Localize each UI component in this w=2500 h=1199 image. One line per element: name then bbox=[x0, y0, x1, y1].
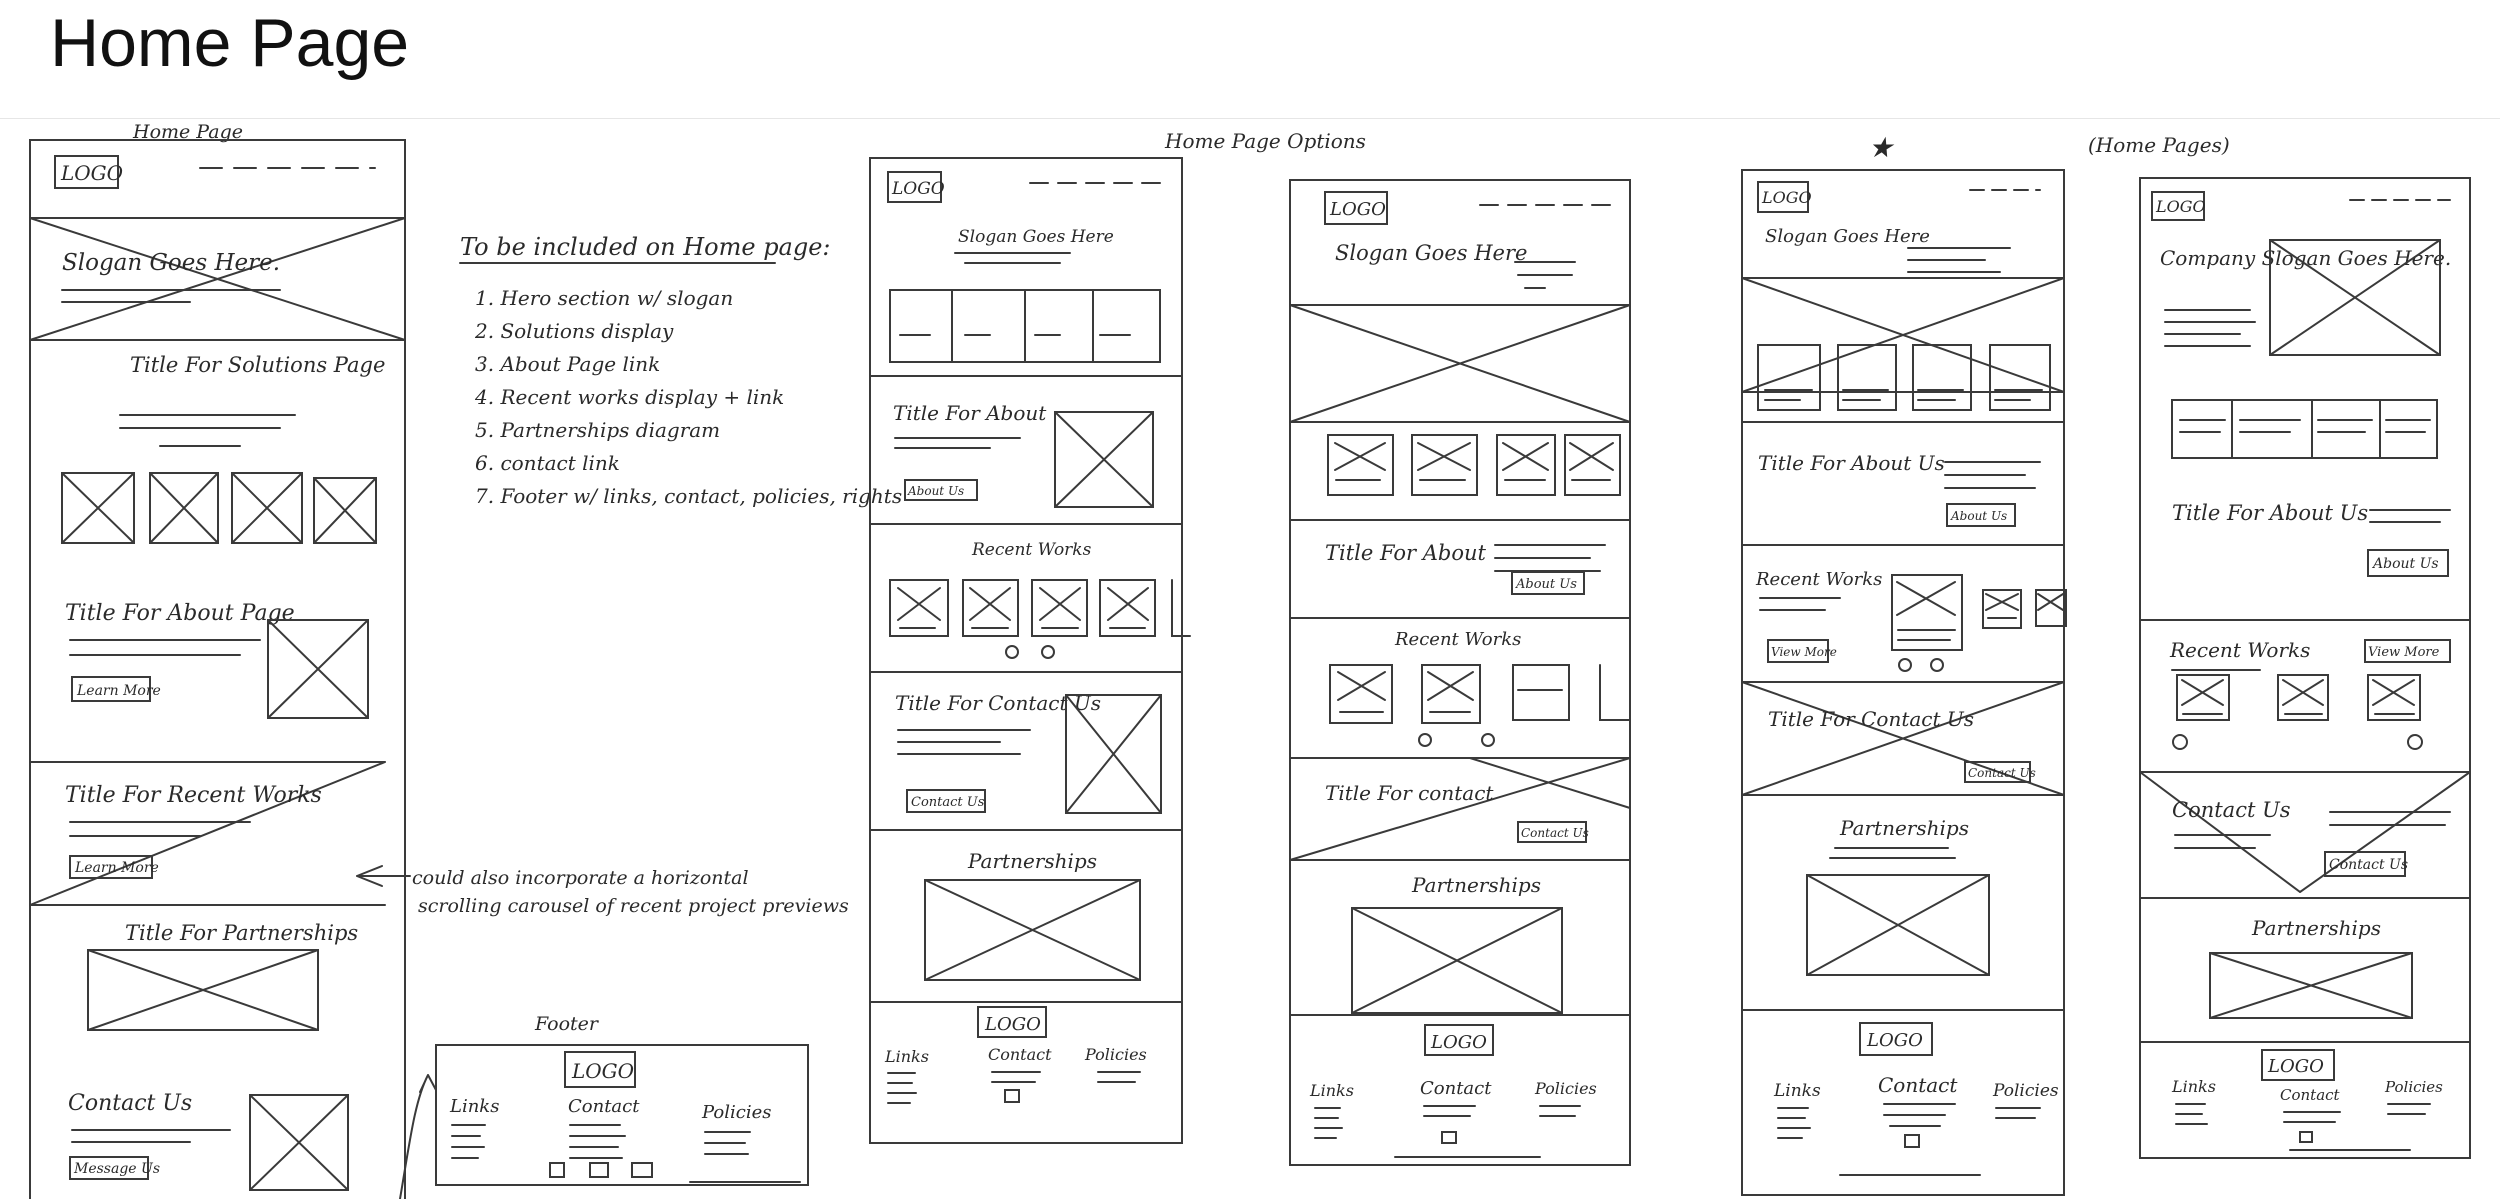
note-line-2: scrolling carousel of recent project pre… bbox=[418, 895, 849, 917]
footer-logo: LOGO bbox=[571, 1059, 634, 1083]
footer-caption: Footer bbox=[534, 1013, 600, 1035]
wireframe-3: LOGO Slogan Goes Here Title For About Ab… bbox=[1289, 179, 1631, 1166]
note-line-1: could also incorporate a horizontal bbox=[412, 867, 749, 889]
wf4-view-btn[interactable]: View More bbox=[1771, 645, 1837, 659]
wf3-partnerships: Partnerships bbox=[1411, 873, 1541, 897]
wf3-recent: Recent Works bbox=[1394, 629, 1521, 650]
pages-caption: (Home Pages) bbox=[2088, 133, 2230, 157]
wf4-policies[interactable]: Policies bbox=[1992, 1081, 2059, 1101]
wf2-contact-btn[interactable]: Contact Us bbox=[911, 795, 985, 810]
page-title: Home Page bbox=[50, 5, 410, 81]
wf3-contact-btn[interactable]: Contact Us bbox=[1521, 826, 1589, 840]
wf5-partnerships: Partnerships bbox=[2251, 916, 2381, 940]
wf2-recent: Recent Works bbox=[971, 540, 1092, 560]
checklist-item-2: 2. Solutions display bbox=[474, 319, 674, 343]
wf5-contact-title: Contact Us bbox=[2172, 798, 2291, 822]
wf3-policies[interactable]: Policies bbox=[1534, 1079, 1597, 1098]
wf3-logo: LOGO bbox=[1329, 199, 1386, 220]
wf3-slogan: Slogan Goes Here bbox=[1335, 241, 1527, 265]
wf3-about-title: Title For About bbox=[1325, 541, 1487, 565]
wf4-about-title: Title For About Us bbox=[1758, 451, 1945, 475]
wf2-about-btn[interactable]: About Us bbox=[907, 484, 964, 498]
wf4-slogan: Slogan Goes Here bbox=[1765, 226, 1930, 247]
footer-links[interactable]: Links bbox=[449, 1096, 499, 1117]
wf1-logo: LOGO bbox=[60, 161, 123, 185]
checklist-item-7: 7. Footer w/ links, contact, policies, r… bbox=[475, 484, 902, 508]
wf3-links[interactable]: Links bbox=[1309, 1081, 1354, 1100]
wf2-partnerships: Partnerships bbox=[967, 849, 1097, 873]
wf1-slogan: Slogan Goes Here. bbox=[62, 250, 280, 276]
wireframe-5: LOGO Company Slogan Goes Here. Title For… bbox=[2139, 177, 2471, 1159]
wf5-about-btn[interactable]: About Us bbox=[2371, 556, 2439, 572]
wf5-policies[interactable]: Policies bbox=[2384, 1078, 2443, 1096]
wf1-learn-more-2[interactable]: Learn More bbox=[74, 860, 159, 876]
wf3-about-btn[interactable]: About Us bbox=[1515, 577, 1577, 592]
wf4-footer-logo: LOGO bbox=[1866, 1030, 1923, 1051]
carousel-note: could also incorporate a horizontal scro… bbox=[356, 865, 849, 917]
wf2-links[interactable]: Links bbox=[884, 1047, 929, 1066]
checklist-item-3: 3. About Page link bbox=[475, 352, 660, 376]
wireframe-4: LOGO Slogan Goes Here Title For About Us… bbox=[1741, 169, 2067, 1196]
wf5-footer-logo: LOGO bbox=[2267, 1056, 2324, 1077]
wf2-policies[interactable]: Policies bbox=[1084, 1045, 1147, 1064]
checklist-heading: To be included on Home page: bbox=[460, 233, 831, 261]
checklist-item-5: 5. Partnerships diagram bbox=[475, 418, 720, 442]
wf1-caption: Home Page bbox=[132, 121, 243, 143]
wf1-solutions-title: Title For Solutions Page bbox=[130, 353, 385, 377]
wf5-contact[interactable]: Contact bbox=[2280, 1086, 2341, 1104]
wf3-contact-title: Title For contact bbox=[1325, 781, 1494, 805]
wf4-partnerships: Partnerships bbox=[1839, 816, 1969, 840]
wf1-message-us[interactable]: Message Us bbox=[73, 1161, 160, 1177]
wf2-contact[interactable]: Contact bbox=[988, 1045, 1052, 1064]
wf4-links[interactable]: Links bbox=[1773, 1081, 1821, 1101]
wf5-view-btn[interactable]: View More bbox=[2368, 645, 2440, 660]
checklist-item-4: 4. Recent works display + link bbox=[474, 385, 784, 409]
wf1-about-title: Title For About Page bbox=[65, 601, 295, 626]
separator-left bbox=[0, 118, 835, 119]
wireframe-2: LOGO Slogan Goes Here Title For About Ab… bbox=[869, 157, 1191, 1144]
wf4-recent: Recent Works bbox=[1755, 569, 1882, 590]
wf5-about-title: Title For About Us bbox=[2172, 501, 2368, 525]
wf2-footer-logo: LOGO bbox=[984, 1014, 1041, 1035]
wf4-logo: LOGO bbox=[1761, 188, 1812, 207]
checklist-item-6: 6. contact link bbox=[475, 451, 620, 475]
wf4-contact[interactable]: Contact bbox=[1878, 1073, 1958, 1097]
wf1-contact-title: Contact Us bbox=[68, 1091, 192, 1116]
checklist-item-1: 1. Hero section w/ slogan bbox=[475, 286, 733, 310]
separator-right bbox=[835, 118, 2500, 119]
wf5-recent: Recent Works bbox=[2169, 638, 2310, 662]
wireframe-1: LOGO Slogan Goes Here. Title For Solutio… bbox=[29, 139, 406, 1199]
footer-policies[interactable]: Policies bbox=[701, 1102, 771, 1123]
wf5-logo: LOGO bbox=[2155, 197, 2206, 216]
wf5-contact-btn[interactable]: Contact Us bbox=[2329, 857, 2408, 873]
wf4-contact-btn[interactable]: Contact Us bbox=[1968, 766, 2036, 780]
wf4-about-btn[interactable]: About Us bbox=[1950, 509, 2007, 523]
wf5-links[interactable]: Links bbox=[2171, 1077, 2216, 1096]
wf2-slogan: Slogan Goes Here bbox=[958, 227, 1114, 247]
wf2-logo: LOGO bbox=[891, 179, 945, 199]
wf3-footer-logo: LOGO bbox=[1430, 1032, 1487, 1053]
checklist: To be included on Home page: 1. Hero sec… bbox=[459, 233, 902, 508]
wf5-slogan: Company Slogan Goes Here. bbox=[2160, 246, 2451, 270]
wf3-contact[interactable]: Contact bbox=[1420, 1078, 1492, 1099]
wf1-partnerships-title: Title For Partnerships bbox=[125, 921, 358, 945]
footer-contact[interactable]: Contact bbox=[568, 1096, 640, 1117]
options-caption: Home Page Options bbox=[1164, 129, 1366, 153]
wf4-contact-title: Title For Contact Us bbox=[1768, 707, 1974, 731]
wf1-recent-title: Title For Recent Works bbox=[65, 783, 322, 808]
wf2-about-title: Title For About bbox=[893, 401, 1047, 425]
footer-wireframe: Footer LOGO Links Contact Policies bbox=[399, 1013, 809, 1199]
star-mark: ★ bbox=[1868, 131, 1895, 164]
wf1-learn-more-1[interactable]: Learn More bbox=[76, 683, 161, 699]
